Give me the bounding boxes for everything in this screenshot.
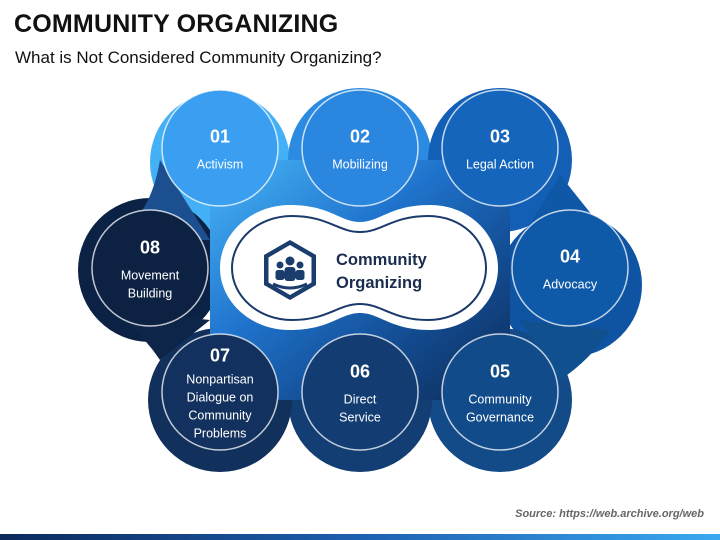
center-label: Community Organizing [336,249,427,295]
item-circle-04 [511,209,629,327]
item-circle-02 [301,89,419,207]
page-subtitle: What is Not Considered Community Organiz… [15,48,382,67]
item-06: 06 Direct Service [325,362,395,427]
item-number: 08 [139,237,161,258]
item-label: Legal Action [465,157,535,172]
item-label: Mobilizing [332,157,388,172]
item-number: 03 [489,126,511,147]
item-label: Nonpartisan Dialogue on Community Proble… [186,372,254,441]
item-number: 07 [209,345,231,366]
item-circle-01 [161,89,279,207]
center-label-line2: Organizing [336,274,423,292]
item-label: Community Governance [465,392,535,425]
item-circle-03 [441,89,559,207]
item-number: 02 [349,126,371,147]
center-label-line1: Community [336,251,427,269]
item-05: 05 Community Governance [455,362,545,427]
item-label: Direct Service [339,392,381,425]
community-people-icon [264,240,316,300]
item-07: 07 Nonpartisan Dialogue on Community Pro… [178,346,262,443]
item-04: 04 Advocacy [515,247,625,294]
item-circle-06 [301,333,419,451]
item-08: 08 Movement Building [110,238,190,303]
item-01: 01 Activism [165,127,275,174]
item-label: Advocacy [542,277,598,292]
page-title: COMMUNITY ORGANIZING [14,10,339,38]
item-03: 03 Legal Action [445,127,555,174]
item-circle-08 [91,209,209,327]
bottom-accent-bar [0,534,720,540]
item-02: 02 Mobilizing [305,127,415,174]
item-label: Movement Building [120,268,180,301]
item-circle-07 [161,333,279,451]
source-citation: Source: https://web.archive.org/web [515,508,704,520]
item-number: 01 [209,126,231,147]
item-number: 05 [489,361,511,382]
item-number: 04 [559,246,581,267]
item-circle-05 [441,333,559,451]
item-label: Activism [196,157,244,172]
item-number: 06 [349,361,371,382]
